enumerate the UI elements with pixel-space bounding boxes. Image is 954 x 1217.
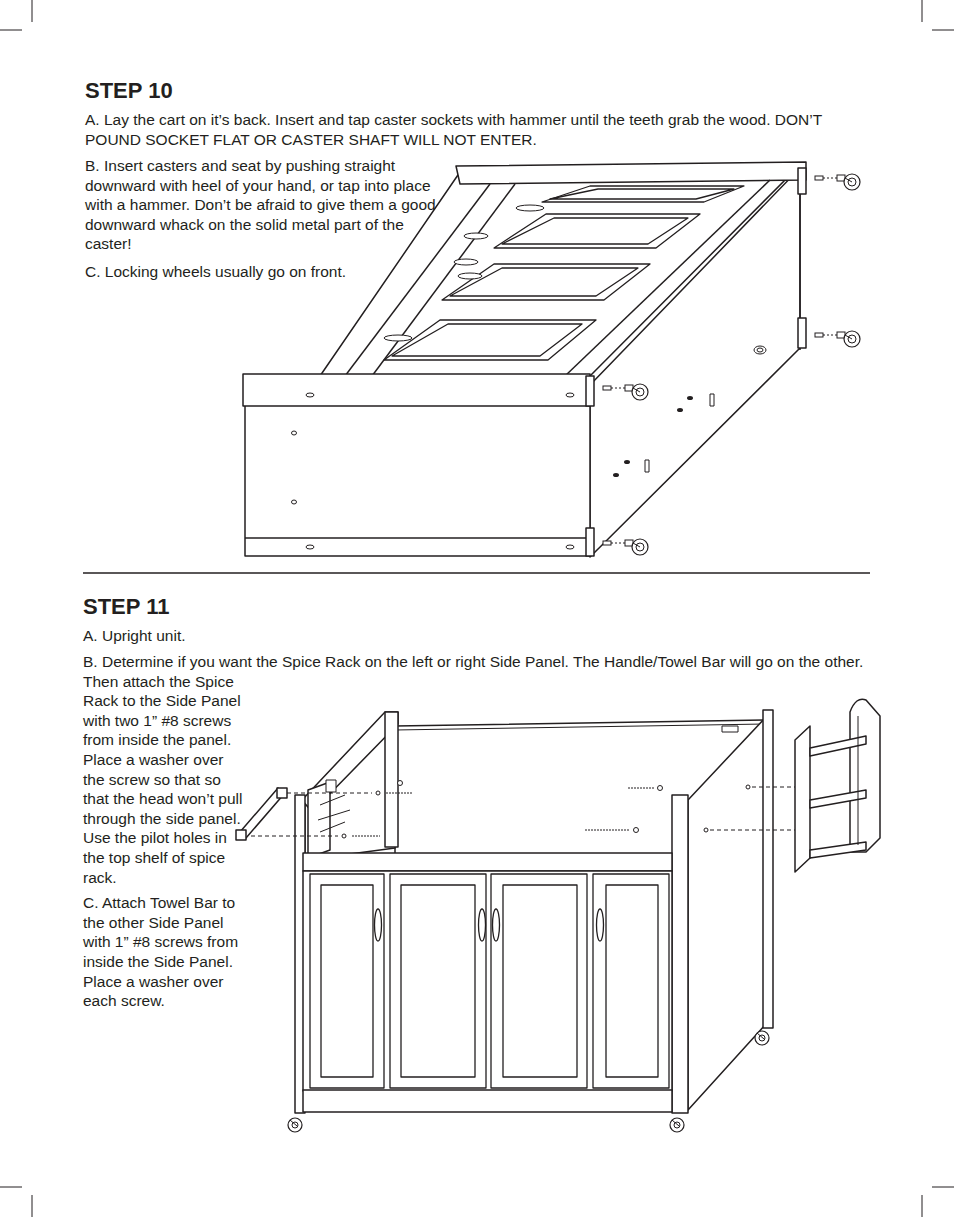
step-heading: STEP 10 (85, 78, 385, 104)
instruction-text: C. Locking wheels usually go on front. (85, 262, 440, 282)
text-column: B. Determine if you want the Spice Rack … (83, 652, 873, 1211)
section-rule (83, 572, 870, 574)
step-heading: STEP 11 (83, 594, 383, 620)
wrap-spacer (247, 691, 873, 1211)
instruction-text: C. Attach Towel Bar to the other Side Pa… (83, 893, 873, 1011)
instruction-text: A. Upright unit. (83, 626, 873, 646)
text-column: B. Insert casters and seat by pushing st… (85, 156, 440, 282)
instruction-text: B. Insert casters and seat by pushing st… (85, 156, 440, 254)
instruction-text: A. Lay the cart on it’s back. Insert and… (85, 110, 875, 149)
instruction-text: B. Determine if you want the Spice Rack … (83, 652, 873, 887)
cart-upright (236, 699, 880, 1113)
